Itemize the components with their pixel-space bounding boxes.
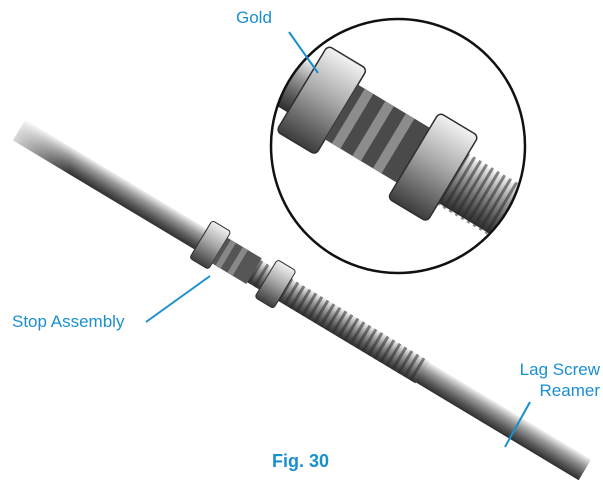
reamer-shaft (12, 119, 592, 481)
stop-assembly-label: Stop Assembly (12, 312, 125, 331)
lag-screw-label-line1: Lag Screw (519, 360, 600, 379)
zoom-detail-circle (269, 17, 527, 275)
gold-leader (288, 31, 319, 74)
stop-assembly-leader (145, 275, 211, 323)
stop-assembly-part (190, 220, 296, 308)
figure-caption: Fig. 30 (272, 451, 330, 471)
lag-screw-reamer-label: Lag Screw Reamer (495, 359, 600, 401)
gold-label: Gold (236, 8, 272, 27)
lag-screw-leader (504, 401, 531, 448)
lag-screw-label-line2: Reamer (539, 381, 600, 400)
